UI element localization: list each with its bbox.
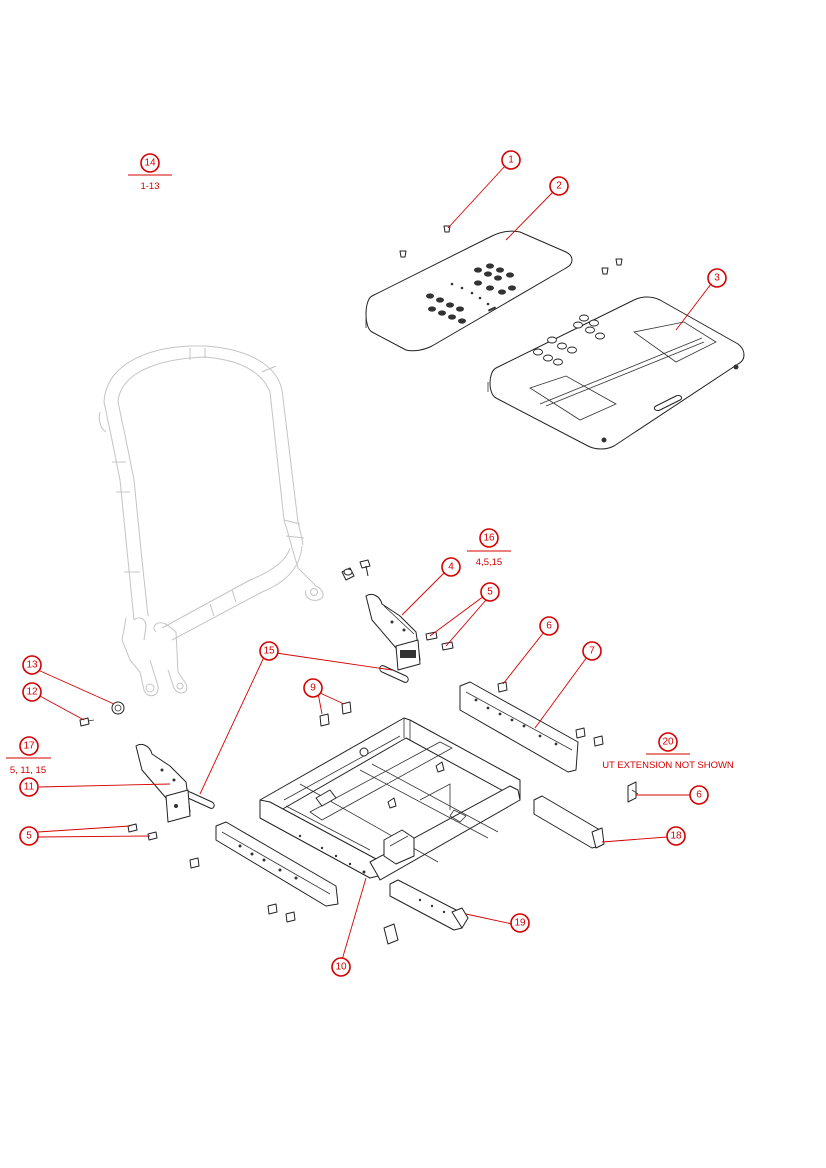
spacer-13 <box>111 701 125 715</box>
callout-10: 10 <box>331 957 351 977</box>
callout-4: 4 <box>441 557 461 577</box>
callout-label: 13 <box>26 660 38 671</box>
callout-11: 11 <box>19 777 39 797</box>
bolts-part-6 <box>497 681 604 747</box>
callout-label: 16 <box>483 533 495 544</box>
clip-lower <box>383 923 399 945</box>
side-rail-right-7 <box>459 681 579 773</box>
callout-label: 18 <box>670 831 682 842</box>
callout-label: 19 <box>514 918 526 929</box>
seat-pan-holes <box>426 263 516 324</box>
screw-part-1 <box>399 225 623 275</box>
callout-label: 2 <box>556 181 562 192</box>
callout-6-lower: 6 <box>689 785 709 805</box>
screws-part-9 <box>319 701 352 727</box>
callout-label: 5 <box>487 587 493 598</box>
note-20: UT EXTENSION NOT SHOWN <box>602 753 734 771</box>
note-16: 4,5,15 <box>467 550 511 568</box>
callout-label: 14 <box>144 158 156 169</box>
note-17-text: 5, 11, 15 <box>10 765 46 776</box>
callout-9: 9 <box>303 678 323 698</box>
callout-17: 17 <box>19 736 39 756</box>
extension-arm-18 <box>533 795 605 849</box>
callout-15: 15 <box>259 641 279 661</box>
callout-16: 16 <box>479 528 499 548</box>
side-rail-left <box>215 821 339 907</box>
bolts-part-5-lower <box>127 823 200 869</box>
leader-lines <box>37 165 712 961</box>
callout-20: 20 <box>658 732 678 752</box>
callout-label: 3 <box>714 273 720 284</box>
side-bracket-right <box>365 593 421 671</box>
callout-label: 9 <box>310 683 316 694</box>
callout-label: 1 <box>508 155 514 166</box>
callout-5-lower: 5 <box>19 826 39 846</box>
clip-part-8 <box>627 781 639 803</box>
callout-label: 12 <box>26 687 38 698</box>
extension-arm-19 <box>389 879 469 931</box>
note-20-text: UT EXTENSION NOT SHOWN <box>602 760 734 771</box>
spacer-bolts-upper <box>341 559 371 581</box>
callout-6-upper: 6 <box>539 616 559 636</box>
seat-pan-top <box>365 230 573 352</box>
callout-1: 1 <box>501 150 521 170</box>
callout-label: 7 <box>589 646 595 657</box>
callout-label: 17 <box>23 741 35 752</box>
ghost-back-frame <box>98 345 324 697</box>
seat-base-plate <box>487 296 745 450</box>
callout-12: 12 <box>22 682 42 702</box>
callout-label: 15 <box>263 646 275 657</box>
callout-label: 6 <box>696 790 702 801</box>
callout-label: 5 <box>26 831 32 842</box>
callout-label: 20 <box>662 737 674 748</box>
callout-label: 6 <box>546 621 552 632</box>
side-bracket-left <box>135 743 191 823</box>
callout-13: 13 <box>22 655 42 675</box>
callout-18: 18 <box>666 826 686 846</box>
callout-5-upper: 5 <box>480 582 500 602</box>
callout-3: 3 <box>707 268 727 288</box>
note-16-text: 4,5,15 <box>476 557 502 568</box>
callout-label: 10 <box>335 962 347 973</box>
bolts-lower-rail <box>267 903 296 923</box>
callout-14: 14 <box>140 153 160 173</box>
main-subframe-10 <box>259 717 521 881</box>
note-14: 1-13 <box>128 174 172 192</box>
callout-label: 11 <box>24 782 35 793</box>
callout-19: 19 <box>510 913 530 933</box>
bolts-part-5-upper <box>425 631 454 651</box>
note-14-text: 1-13 <box>140 181 159 192</box>
bolt-12 <box>79 717 95 727</box>
callout-7: 7 <box>582 641 602 661</box>
callout-label: 4 <box>448 562 454 573</box>
callout-2: 2 <box>549 176 569 196</box>
note-17: 5, 11, 15 <box>6 757 51 776</box>
